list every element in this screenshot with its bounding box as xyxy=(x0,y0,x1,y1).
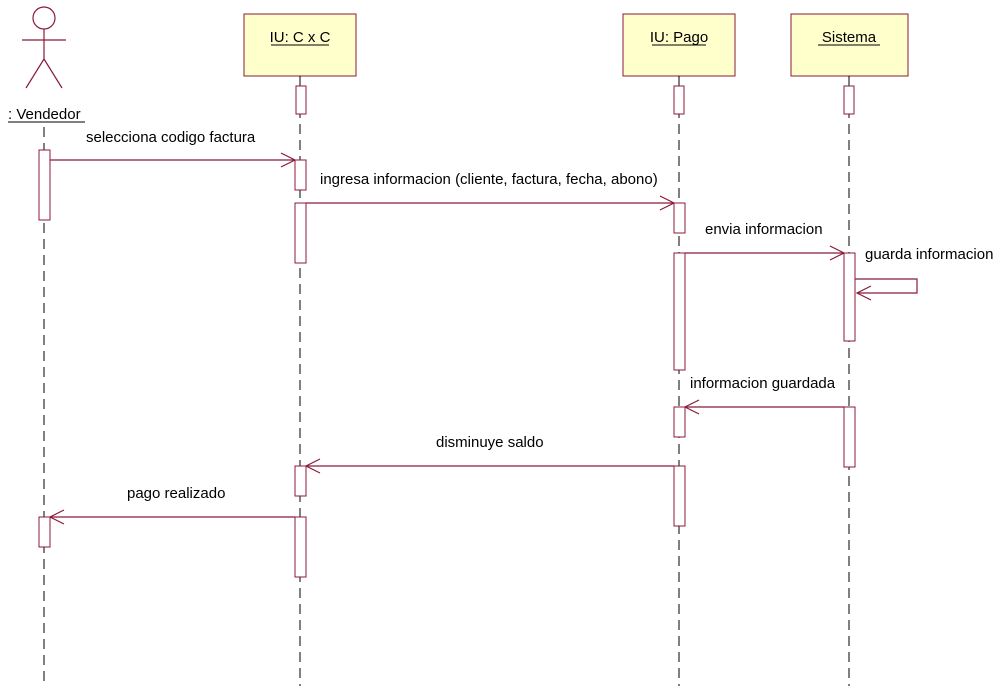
activation-bar xyxy=(38,516,51,548)
actor-head xyxy=(32,6,56,30)
message-label: pago realizado xyxy=(127,485,225,502)
object-label: IU: C x C xyxy=(270,29,331,46)
activation-bar xyxy=(295,85,307,115)
object-label: IU: Pago xyxy=(650,29,708,46)
message-label: envia informacion xyxy=(705,221,823,238)
message-pago-realizado: pago realizado xyxy=(48,485,295,525)
arrow-head-icon xyxy=(683,399,700,415)
activation-bar xyxy=(843,252,856,342)
message-guarda-informacion: guarda informacion xyxy=(855,246,993,301)
object-sistema: Sistema xyxy=(790,13,909,77)
message-line xyxy=(855,278,918,294)
arrow-head-icon xyxy=(48,509,65,525)
activation-bar xyxy=(673,252,686,371)
actor-right-leg xyxy=(43,58,63,89)
actor-left-leg xyxy=(25,58,45,89)
arrow-head-icon xyxy=(855,285,872,301)
message-disminuye-saldo: disminuye saldo xyxy=(304,434,674,474)
activation-bar xyxy=(843,85,855,115)
arrow-head-icon xyxy=(280,152,297,168)
activation-bar xyxy=(294,159,307,191)
object-label: Sistema xyxy=(822,29,877,46)
activation-bar xyxy=(843,406,856,468)
message-label: disminuye saldo xyxy=(436,434,544,451)
arrow-head-icon xyxy=(829,245,846,261)
actor-vendedor: : Vendedor xyxy=(8,6,85,123)
activation-bar xyxy=(673,465,686,527)
actor-label: : Vendedor xyxy=(8,106,81,123)
message-label: ingresa informacion (cliente, factura, f… xyxy=(320,171,658,188)
message-ingresa-informacion: ingresa informacion (cliente, factura, f… xyxy=(306,171,676,211)
arrow-head-icon xyxy=(659,195,676,211)
message-envia-informacion: envia informacion xyxy=(685,221,846,261)
message-label: informacion guardada xyxy=(690,375,836,392)
activation-bar xyxy=(294,202,307,264)
message-label: selecciona codigo factura xyxy=(86,129,256,146)
activation-bar xyxy=(673,202,686,234)
activation-bar xyxy=(294,465,307,497)
message-informacion-guardada: informacion guardada xyxy=(683,375,844,415)
arrow-head-icon xyxy=(304,458,321,474)
activation-bar xyxy=(673,406,686,438)
object-iu-pago: IU: Pago xyxy=(622,13,736,77)
activation-bar xyxy=(294,516,307,578)
message-selecciona-codigo-factura: selecciona codigo factura xyxy=(50,129,297,168)
activation-bar xyxy=(38,149,51,221)
object-iu-cxc: IU: C x C xyxy=(243,13,357,77)
message-label: guarda informacion xyxy=(865,246,993,263)
activation-bar xyxy=(673,85,685,115)
